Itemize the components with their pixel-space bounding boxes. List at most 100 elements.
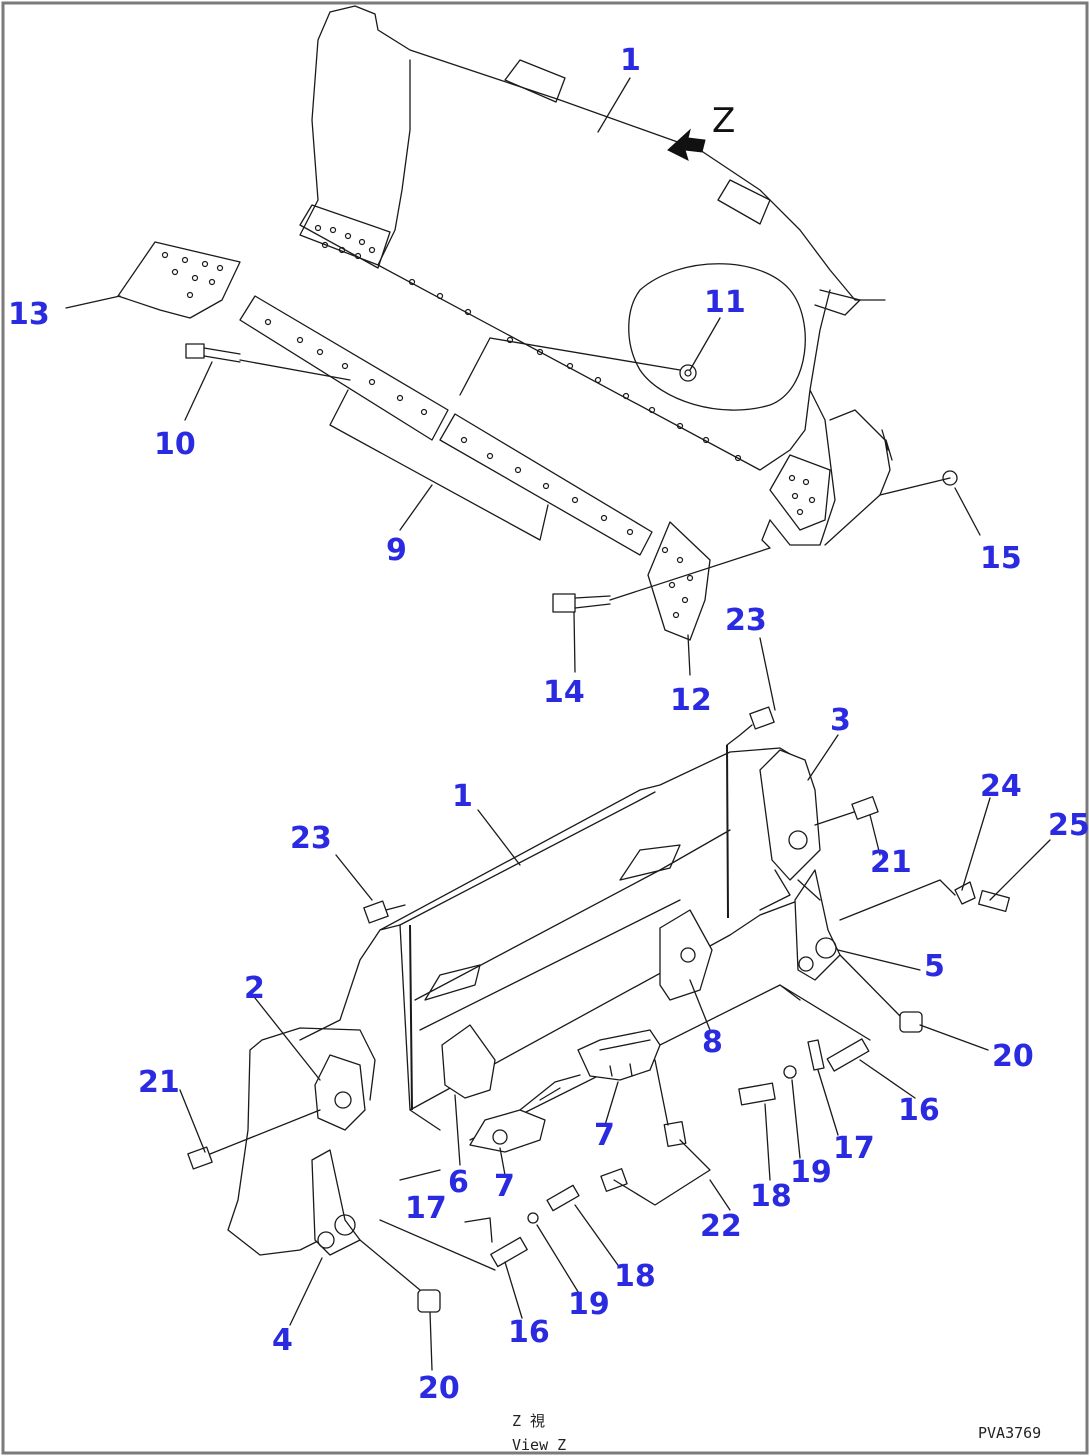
rear-left-housing bbox=[227, 1027, 376, 1256]
view-z-label: Z bbox=[712, 101, 735, 141]
view-z-arrow bbox=[667, 128, 706, 161]
callout-18-left: 18 bbox=[614, 1259, 656, 1294]
callout-20-left: 20 bbox=[418, 1371, 460, 1406]
callout-21-left: 21 bbox=[138, 1065, 180, 1100]
callout-18-right: 18 bbox=[750, 1179, 792, 1214]
callout-19-right: 19 bbox=[790, 1155, 832, 1190]
callout-labels: 1 11 13 10 9 15 14 12 23 3 1 24 25 23 21… bbox=[8, 43, 1090, 1406]
end-bit-left-holes bbox=[161, 251, 224, 299]
rear-window-right bbox=[619, 844, 681, 881]
bolt-21-left bbox=[187, 1109, 321, 1170]
pivot-5-hole-inner bbox=[798, 956, 814, 972]
upper-left-plate-holes bbox=[314, 224, 376, 260]
bushing-20-right bbox=[839, 954, 923, 1033]
blade-top-block-left bbox=[504, 59, 566, 103]
upper-guide-lines bbox=[239, 337, 951, 601]
bracket-7b bbox=[577, 1029, 661, 1081]
pin-16-left bbox=[490, 1236, 528, 1268]
callout-22: 22 bbox=[700, 1209, 742, 1244]
left-hardware-guide bbox=[379, 1169, 496, 1271]
bushing-20-left bbox=[359, 1239, 441, 1313]
bolt-10 bbox=[185, 343, 241, 363]
bracket-6 bbox=[441, 1024, 496, 1099]
pivot-4-hole bbox=[334, 1214, 356, 1236]
callout-21-right: 21 bbox=[870, 845, 912, 880]
callout-17-left: 17 bbox=[405, 1191, 447, 1226]
guide-bar-right bbox=[726, 744, 729, 919]
blade-rear-top-edge bbox=[399, 791, 656, 926]
callout-11: 11 bbox=[704, 285, 746, 320]
bracket-7b-detail bbox=[599, 1039, 651, 1077]
upper-right-end-bit-holes bbox=[788, 474, 816, 516]
washer-19-left bbox=[527, 1212, 539, 1224]
bolt-22 bbox=[600, 1059, 711, 1206]
end-bit-right bbox=[647, 521, 711, 641]
callout-8: 8 bbox=[702, 1025, 723, 1060]
blade-top-block-right bbox=[717, 179, 771, 225]
bolt-23-right bbox=[726, 706, 775, 746]
upper-left-plate bbox=[299, 204, 391, 269]
callout-6: 6 bbox=[448, 1165, 469, 1200]
callout-12: 12 bbox=[670, 683, 712, 718]
callout-25: 25 bbox=[1048, 808, 1090, 843]
callout-24: 24 bbox=[980, 769, 1022, 804]
blade-oval-cutout bbox=[628, 263, 806, 411]
pivot-5-hole bbox=[815, 937, 837, 959]
part9-bracket bbox=[329, 337, 549, 541]
washer-19-right bbox=[783, 1065, 797, 1079]
pivot-bridge-lines bbox=[759, 869, 821, 911]
callout-9: 9 bbox=[386, 533, 407, 568]
callout-7-right: 7 bbox=[594, 1118, 615, 1153]
caption-line-2: View Z bbox=[512, 1436, 566, 1454]
callout-19-left: 19 bbox=[568, 1287, 610, 1322]
bolt-18-left bbox=[546, 1184, 580, 1212]
caption-line-1: Z 視 bbox=[512, 1412, 545, 1430]
callout-14: 14 bbox=[543, 675, 585, 710]
callout-3: 3 bbox=[830, 703, 851, 738]
callout-4: 4 bbox=[272, 1323, 293, 1358]
right-hardware-guide bbox=[779, 984, 871, 1041]
bracket-7-arm bbox=[519, 1074, 581, 1111]
cutting-edge-right-holes bbox=[460, 436, 634, 536]
pivot-4 bbox=[311, 1149, 361, 1256]
side-plate-right bbox=[824, 409, 891, 546]
callout-10: 10 bbox=[154, 427, 196, 462]
bracket-7a-hole bbox=[492, 1129, 508, 1145]
callout-16-left: 16 bbox=[508, 1315, 550, 1350]
blade-rear-outline bbox=[299, 747, 806, 1141]
callout-2: 2 bbox=[244, 971, 265, 1006]
end-bit-right-holes bbox=[661, 546, 694, 619]
bolt-18-right bbox=[738, 1082, 776, 1106]
callout-5: 5 bbox=[924, 949, 945, 984]
nut-11 bbox=[679, 364, 697, 382]
upper-blade-view: Z bbox=[117, 5, 958, 641]
pin-24-25 bbox=[839, 879, 1010, 921]
rear-window-left bbox=[424, 964, 481, 1001]
callout-23-right: 23 bbox=[725, 603, 767, 638]
callout-15: 15 bbox=[980, 541, 1022, 576]
bracket-3 bbox=[759, 749, 821, 881]
bolt-21-right bbox=[814, 796, 879, 826]
bracket-7a bbox=[469, 1109, 546, 1153]
pin-16-right bbox=[826, 1038, 870, 1072]
bolt-23-left bbox=[363, 900, 406, 924]
end-bit-left bbox=[117, 241, 241, 319]
bracket-8-hole bbox=[680, 947, 696, 963]
blade-corner-right bbox=[814, 289, 861, 316]
callout-1-lower: 1 bbox=[452, 779, 473, 814]
bracket-8 bbox=[659, 909, 713, 1001]
callout-7-left: 7 bbox=[494, 1169, 515, 1204]
cutting-edge-left-holes bbox=[264, 318, 428, 416]
callout-1-upper: 1 bbox=[620, 43, 641, 78]
pivot-5 bbox=[794, 869, 841, 981]
cutting-edge-right bbox=[439, 413, 653, 556]
blade-edge-holes bbox=[408, 278, 742, 462]
upper-right-end-bit bbox=[769, 454, 831, 531]
pivot-4-hole-inner bbox=[317, 1231, 335, 1249]
plate-17-left bbox=[464, 1217, 493, 1243]
plate-17-right bbox=[807, 1039, 825, 1071]
bracket-2-hole bbox=[334, 1091, 352, 1109]
bracket-3-hole bbox=[788, 830, 808, 850]
